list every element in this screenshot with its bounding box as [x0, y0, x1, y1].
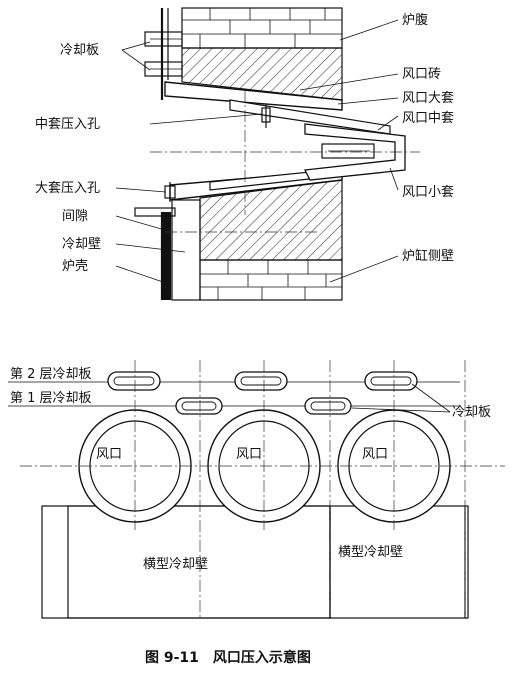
press-bolt-middle: [261, 104, 271, 128]
label-large-cooler: 风口大套: [402, 90, 454, 106]
label-furnace-shell: 炉壳: [62, 259, 88, 274]
figure-caption: 图 9-11 风口压入示意图: [145, 649, 311, 666]
leader-plate-a: [411, 383, 451, 413]
label-large-press-hole: 大套压入孔: [35, 180, 100, 196]
tuyere-middle-cooler: [209, 99, 391, 191]
cooling-stave: [171, 199, 201, 301]
label-cooling-plate: 冷却板: [60, 43, 99, 58]
lower-flange: [134, 207, 176, 217]
tuyere-section-view: 炉腹 冷却板 风口砖 风口大套 中套压入孔 风口中套 风口小套 大套压入孔 间隙…: [35, 7, 454, 301]
label-tuyere-2: 风口: [236, 447, 262, 462]
label-cooling-plate-bottom: 冷却板: [452, 405, 491, 420]
horizontal-staves: [41, 505, 469, 619]
label-cooling-stave: 冷却壁: [62, 237, 101, 252]
label-lufu: 炉腹: [402, 12, 428, 28]
label-tuyere-1: 风口: [96, 447, 122, 462]
label-stave-1: 横型冷却壁: [143, 557, 208, 572]
label-middle-press-hole: 中套压入孔: [35, 116, 100, 132]
label-layer2: 第 2 层冷却板: [10, 367, 92, 382]
leader-lines-top: [115, 19, 399, 283]
layer1-plates: [175, 397, 352, 415]
tuyere-small-cooler: [304, 123, 406, 181]
belly-brick-wall: [181, 7, 343, 49]
hearth-side-wall: [199, 259, 343, 301]
label-small-cooler: 风口小套: [402, 184, 454, 200]
label-layer1: 第 1 层冷却板: [10, 391, 92, 406]
label-tuyere-brick: 风口砖: [402, 67, 441, 82]
leader-plate-b: [351, 407, 451, 413]
label-tuyere-3: 风口: [362, 447, 388, 462]
cooling-plate-upper: [144, 31, 183, 77]
tuyere-elevation-view: 第 2 层冷却板 第 1 层冷却板 冷却板 风口 风口 风口 横型冷却壁 横型冷…: [8, 360, 505, 619]
label-gap: 间隙: [62, 209, 88, 224]
furnace-shell: [160, 8, 172, 300]
label-middle-cooler: 风口中套: [402, 110, 454, 126]
label-hearth-wall: 炉缸侧壁: [402, 248, 454, 264]
label-stave-2: 横型冷却壁: [338, 545, 403, 560]
layer2-plates: [107, 371, 418, 391]
